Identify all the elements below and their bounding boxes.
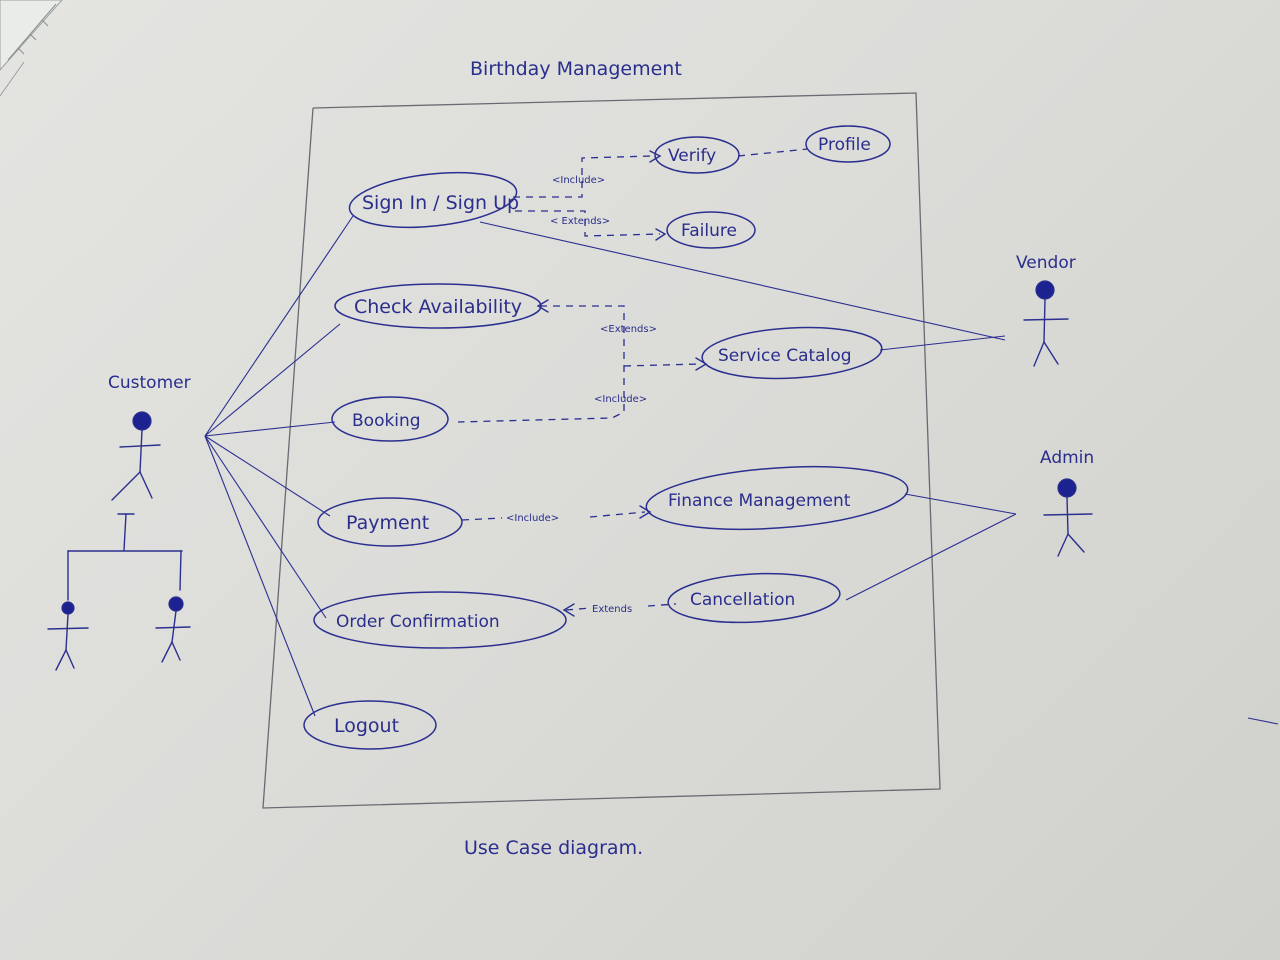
svg-text:Cancellation: Cancellation (690, 590, 795, 610)
svg-text:Service Catalog: Service Catalog (718, 346, 852, 366)
use-case-logout: Logout (303, 700, 437, 750)
booking-include-label: <Include> (594, 394, 647, 405)
customer-associations (204, 215, 354, 717)
svg-text:Finance Management: Finance Management (668, 491, 851, 511)
use-case-check-availability: Check Availability (334, 283, 542, 329)
system-boundary (262, 92, 941, 809)
actor-admin: Admin (1040, 448, 1094, 557)
svg-text:Profile: Profile (818, 135, 871, 155)
use-case-service-catalog: Service Catalog (701, 326, 883, 380)
signin-include-label: <Include> (552, 175, 605, 186)
actor-customer: Customer (108, 373, 191, 501)
payment-relation: <Include> (461, 505, 652, 524)
svg-text:Booking: Booking (352, 411, 421, 431)
use-case-failure: Failure (666, 211, 756, 249)
svg-text:Payment: Payment (346, 512, 429, 534)
use-case-verify: Verify (654, 136, 740, 174)
use-case-payment: Payment (317, 497, 463, 547)
svg-text:Failure: Failure (681, 221, 737, 241)
diagram-title: Birthday Management (470, 58, 682, 80)
use-case-booking: Booking (331, 396, 449, 442)
use-case-cancellation: Cancellation (667, 572, 841, 624)
actor-customer-sub-left (47, 601, 89, 671)
admin-associations (845, 493, 1017, 601)
use-case-order-confirmation: Order Confirmation (313, 591, 567, 649)
svg-text:Logout: Logout (334, 715, 399, 737)
signin-relations: <Include> < Extends> (513, 148, 809, 241)
customer-generalization (67, 513, 183, 601)
ruler-corner (0, 0, 63, 97)
payment-include-label: <Include> (506, 513, 559, 524)
signin-extends-label: < Extends> (550, 216, 610, 227)
cancel-extends-label: Extends (592, 604, 632, 615)
actor-admin-label: Admin (1040, 448, 1094, 468)
cancellation-relation: Extends (562, 603, 677, 617)
actor-vendor: Vendor (1016, 253, 1076, 367)
actor-customer-sub-right (155, 596, 191, 663)
diagram-caption: Use Case diagram. (464, 837, 643, 859)
svg-text:Verify: Verify (668, 146, 716, 166)
svg-text:Order Confirmation: Order Confirmation (336, 612, 500, 632)
use-case-sign-in: Sign In / Sign Up (348, 171, 519, 229)
stray-pen-mark (1247, 717, 1279, 725)
actor-vendor-label: Vendor (1016, 253, 1076, 273)
svg-text:Sign In / Sign Up: Sign In / Sign Up (362, 192, 519, 214)
vendor-associations (479, 221, 1006, 351)
use-case-profile: Profile (805, 125, 891, 163)
svg-text:Check Availability: Check Availability (354, 296, 522, 318)
actor-customer-label: Customer (108, 373, 191, 393)
use-case-finance-management: Finance Management (645, 465, 909, 531)
availability-extends-label: <Extends> (600, 324, 657, 335)
availability-booking-relations: <Extends> <Include> (457, 299, 708, 423)
